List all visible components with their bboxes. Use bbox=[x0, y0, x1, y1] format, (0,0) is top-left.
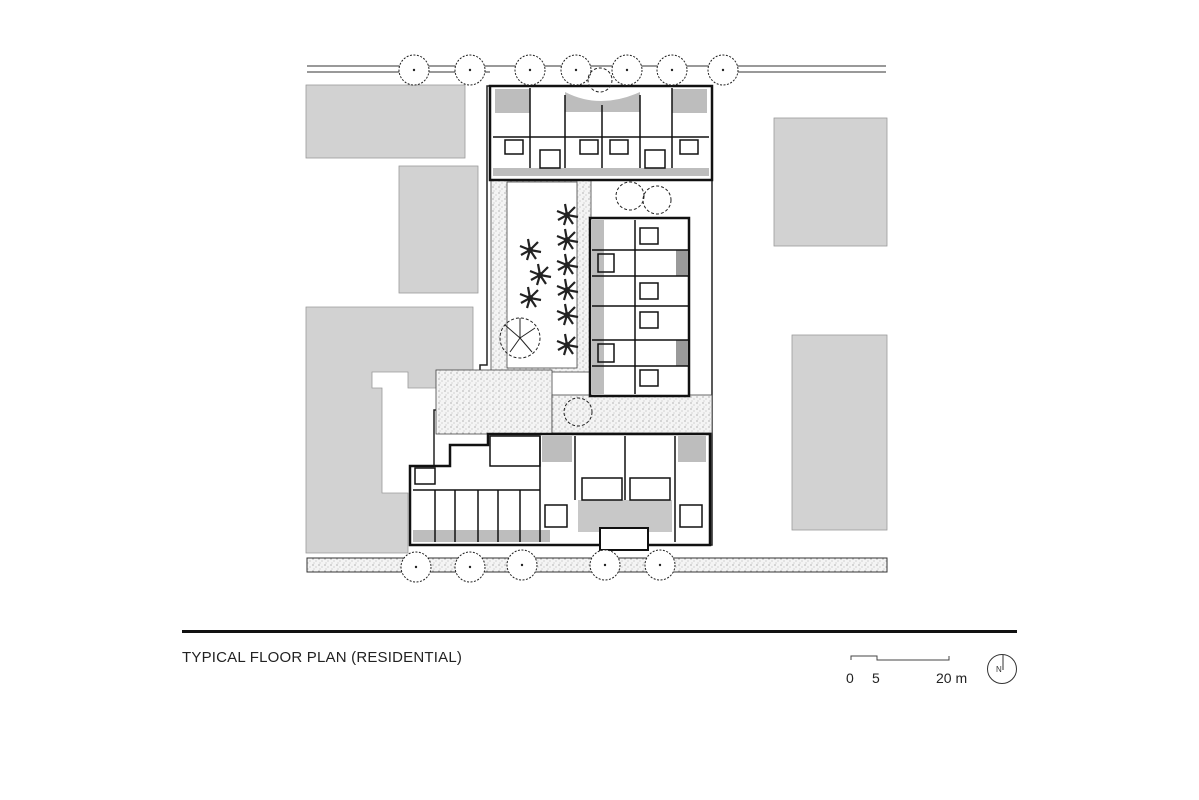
scale-bar bbox=[850, 655, 950, 661]
title-rule bbox=[182, 630, 1017, 633]
north-arrow-icon: N bbox=[987, 654, 1017, 684]
drawing-title: TYPICAL FLOOR PLAN (RESIDENTIAL) bbox=[182, 649, 463, 666]
scale-label-20: 20 m bbox=[936, 670, 968, 686]
floor-plan-drawing bbox=[305, 54, 888, 583]
street-trees-north bbox=[398, 54, 739, 86]
south-building-block bbox=[408, 432, 712, 551]
north-label: N bbox=[996, 665, 1002, 674]
scale-label-5: 5 bbox=[872, 670, 880, 686]
scale-label-0: 0 bbox=[846, 670, 854, 686]
neighbor-buildings bbox=[305, 84, 888, 554]
courtyard-deciduous-trees bbox=[499, 67, 672, 427]
east-building-block bbox=[588, 216, 691, 398]
north-building-block bbox=[488, 84, 714, 182]
